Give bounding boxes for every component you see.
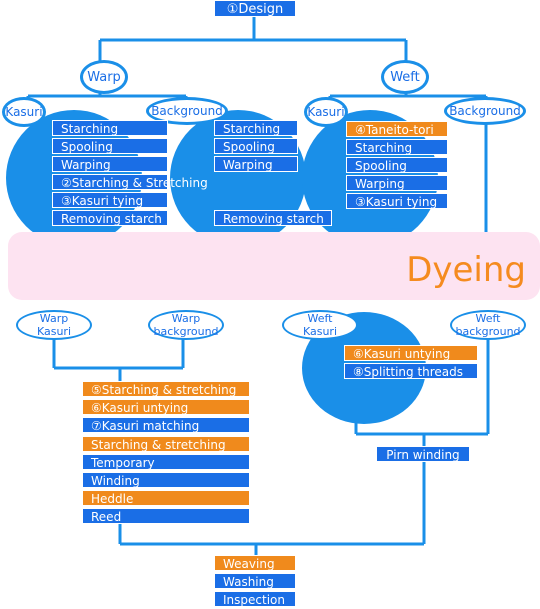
process-step: ⑤Starching & stretching [82,381,250,397]
weft-background-bottom-node: Weft background [450,310,526,340]
process-step: Winding [82,472,250,488]
process-step: Inspection [214,591,296,607]
warp-background-bottom-node: Warp background [148,310,224,340]
node-line: Warp [171,312,201,325]
design-step: ①Design [214,0,296,17]
process-step: Spooling [52,138,168,154]
process-step: ③Kasuri tying [346,193,448,209]
process-step: Spooling [214,138,298,154]
process-step: ⑧Splitting threads [344,363,478,379]
warp-kasuri-bottom-node: Warp Kasuri [16,310,92,340]
dyeing-band [8,232,540,300]
warp-node: Warp [80,60,128,94]
node-line: Kasuri [302,325,338,338]
process-step: Starching [52,120,168,136]
process-step: ⑥Kasuri untying [82,399,250,416]
node-line: Weft [475,312,501,325]
process-step: ②Starching & Stretching [52,174,208,190]
process-step: Spooling [346,157,448,173]
pirn-winding-step: Pirn winding [376,446,470,462]
process-step: Starching & stretching [82,435,250,452]
process-step: Temporary [82,453,250,470]
weft-kasuri-node: Kasuri [304,97,348,127]
process-step: ⑥Kasuri untying [344,345,478,361]
weft-background-node: Background [444,97,526,125]
process-step: Starching [346,139,448,155]
weft-node: Weft [381,60,429,94]
process-step: Warping [52,156,168,172]
process-step: Removing starch [52,210,168,226]
process-step: Heddle [82,490,250,507]
process-step: Reed [82,508,250,525]
process-step: Washing [214,573,296,589]
node-line: background [153,325,219,338]
process-step: Weaving [214,555,296,571]
process-step: Removing starch [214,210,332,226]
process-step: ⑦Kasuri matching [82,417,250,434]
process-step: Warping [346,175,448,191]
node-line: Weft [307,312,333,325]
node-line: background [455,325,521,338]
node-line: Warp [39,312,69,325]
weft-kasuri-bottom-node: Weft Kasuri [282,310,358,340]
process-step: Warping [214,156,298,172]
dyeing-label: Dyeing [406,250,526,290]
warp-kasuri-node: Kasuri [2,97,46,127]
process-step: ④Taneito-tori [346,121,448,137]
process-step: ③Kasuri tying [52,192,168,208]
process-step: Starching [214,120,298,136]
node-line: Kasuri [36,325,72,338]
